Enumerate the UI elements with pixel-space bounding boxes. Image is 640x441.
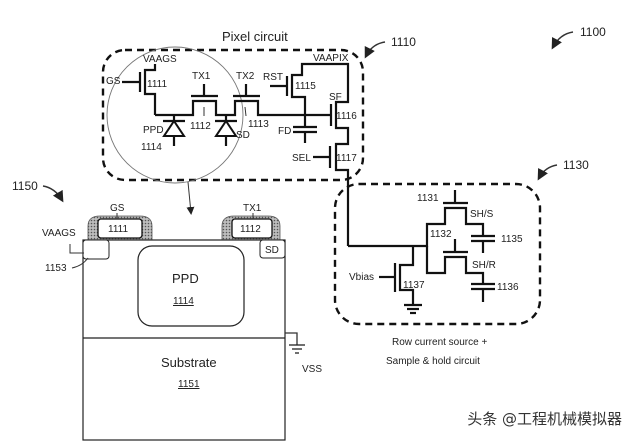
label-gs: GS [106,76,121,87]
xs-label-tx1: TX1 [243,203,262,214]
label-1113: 1113 [248,119,269,130]
gate-gs [97,218,143,239]
xs-label-1114: 1114 [173,296,194,307]
label-1111: 1111 [147,79,167,90]
pixel-circuit-boundary [101,48,365,182]
label-tx2: TX2 [236,71,255,82]
ref-1150-label: 1150 [12,179,38,193]
transistor-1117: SEL 1117 [292,138,357,246]
label-rst: RST [263,72,283,83]
label-tx1: TX1 [192,71,211,82]
xs-label-ppd: PPD [172,271,199,286]
implant-1153 [82,239,110,260]
label-1132: 1132 [430,229,452,240]
ref-1110-arrow [364,41,386,59]
region-ppd [137,245,245,327]
xs-label-vaags: VAAGS [42,228,76,239]
label-1116: 1116 [336,111,357,122]
transistor-1116: SF 1116 [310,85,357,138]
readout-caption-line2: Sample & hold circuit [386,356,480,367]
label-1112: 1112 [190,121,211,132]
label-ppd: PPD [143,125,164,136]
pixel-circuit-title: Pixel circuit [222,29,288,44]
transistor-1111: VAAGS GS 1111 [106,54,177,115]
label-1131: 1131 [417,193,439,204]
photodiode-ppd: PPD 1114 [141,115,186,153]
capacitor-fd: FD [278,115,317,143]
label-fd: FD [278,126,291,137]
xs-label-gs: GS [110,203,125,214]
readout-circuit: Vbias 1137 1131 SH/S 1135 1132 SH/R 1136… [333,182,542,367]
ref-1150: 1150 [12,179,64,203]
label-vaags: VAAGS [143,54,177,65]
label-1135: 1135 [501,234,523,245]
xs-label-vss: VSS [302,364,322,375]
label-1114: 1114 [141,142,162,153]
ref-1110: 1110 [364,35,416,59]
label-shr: SH/R [472,260,496,271]
label-1115: 1115 [295,81,316,92]
label-shs: SH/S [470,209,494,220]
readout-caption-line1: Row current source + [392,337,487,348]
diode-sd: SD [214,115,250,146]
readout-circuit-boundary [333,182,542,326]
label-sf: SF [329,92,342,103]
ref-1130-label: 1130 [563,158,589,172]
xs-label-1151: 1151 [178,379,200,390]
transistor-1115: RST 1115 VAAPIX [263,53,350,115]
ref-1100-label: 1100 [580,25,606,39]
ground-symbol-1137 [404,303,422,315]
gate-tx1 [231,218,273,239]
ref-1100-arrow [551,31,574,50]
label-1136: 1136 [497,282,519,293]
label-vaapix: VAAPIX [313,53,349,64]
xs-label-sd: SD [265,245,279,256]
label-sel: SEL [292,153,311,164]
label-sd: SD [236,130,250,141]
label-1137: 1137 [403,280,425,291]
ref-1100: 1100 [551,25,606,50]
ref-1130: 1130 [537,158,589,181]
ground-symbol-vss [285,332,305,354]
ref-1130-arrow [537,164,558,181]
region-sd [259,239,286,259]
xs-label-1112: 1112 [240,224,261,235]
xs-label-1153: 1153 [45,263,67,274]
pixel-circuit: Pixel circuit VAAGS GS 1111 TX1 TX2 PPD [101,29,365,246]
xs-label-substrate: Substrate [161,355,217,370]
ref-1150-arrow [42,185,64,203]
zoom-circle [106,46,244,184]
cross-section: 1111 GS 1112 TX1 VAAGS 1153 SD PPD 1114 … [42,203,322,441]
xs-label-1111: 1111 [108,224,128,235]
label-vbias: Vbias [349,272,374,283]
ref-1110-label: 1110 [391,35,416,49]
watermark: 头条 @工程机械模拟器 [463,406,626,431]
zoom-pointer [186,181,195,215]
label-1117: 1117 [336,153,357,164]
